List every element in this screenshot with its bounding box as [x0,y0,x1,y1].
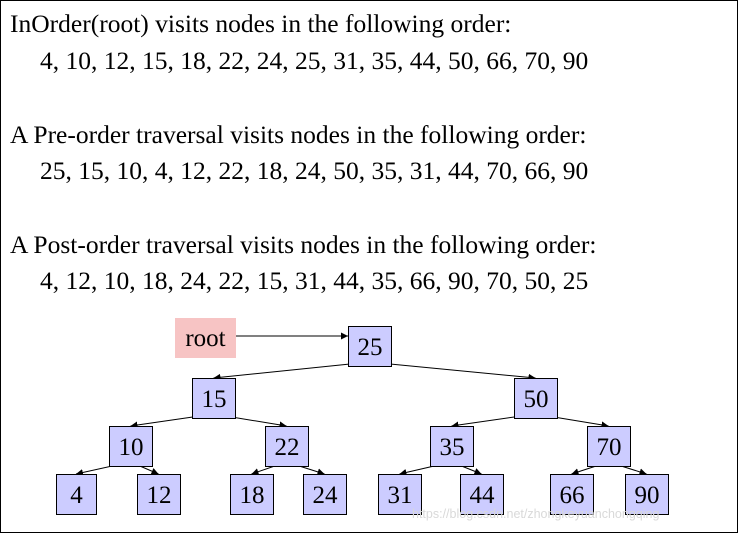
tree-node-box [514,378,558,419]
tree-node-box [378,474,422,515]
preorder-heading: A Pre-order traversal visits nodes in th… [10,120,587,149]
tree-edge-25-50 [369,361,536,381]
tree-node-label: 15 [202,386,227,413]
tree-node-22: 22 [265,426,309,467]
tree-node-31: 31 [378,474,422,515]
tree-node-label: 10 [119,434,144,461]
tree-node-44: 44 [460,474,504,515]
tree-node-label: 35 [440,434,465,461]
tree-node-50: 50 [514,378,558,419]
tree-node-18: 18 [230,474,274,515]
tree-node-70: 70 [587,426,631,467]
root-pointer: root [175,318,348,358]
tree-node-15: 15 [192,378,236,419]
tree-node-label: 22 [275,434,300,461]
inorder-heading: InOrder(root) visits nodes in the follow… [10,9,512,38]
tree-node-35: 35 [430,426,474,467]
watermark: https://blog.csdn.net/zhongkeyuanchongqi… [412,507,660,521]
preorder-sequence: 25, 15, 10, 4, 12, 22, 18, 24, 50, 35, 3… [40,156,589,185]
tree-node-10: 10 [109,426,153,467]
tree-node-label: 4 [70,482,83,509]
tree-node-box [265,426,309,467]
postorder-heading: A Post-order traversal visits nodes in t… [10,230,597,259]
root-label: root [185,325,225,352]
tree-node-box [430,426,474,467]
tree-node-label: 25 [358,334,383,361]
tree-node-box [56,474,97,515]
tree-node-box [348,326,392,367]
tree-node-24: 24 [303,474,347,515]
tree-node-box [137,474,181,515]
tree-node-label: 44 [470,482,496,509]
tree-node-12: 12 [137,474,181,515]
tree-node-box [109,426,153,467]
tree-node-label: 31 [388,482,413,509]
tree-node-box [460,474,504,515]
tree-node-label: 12 [147,482,172,509]
postorder-sequence: 4, 12, 10, 18, 24, 22, 15, 31, 44, 35, 6… [40,266,589,295]
tree-node-box [587,426,631,467]
tree-node-box [303,474,347,515]
tree-node-label: 66 [560,482,585,509]
inorder-sequence: 4, 10, 12, 15, 18, 22, 24, 25, 31, 35, 4… [40,46,589,75]
tree-node-box [192,378,236,419]
tree-node-box [230,474,274,515]
tree-node-label: 24 [313,482,339,509]
tree-node-label: 90 [635,482,660,509]
tree-node-66: 66 [550,474,594,515]
tree-node-25: 25 [348,326,392,367]
tree-edge-25-15 [213,361,370,381]
tree-nodes: 25 15 50 10 22 35 70 4 12 18 24 31 44 66 90 [56,326,669,515]
root-label-box [175,318,236,358]
tree-node-label: 70 [597,434,622,461]
tree-edges [75,361,647,476]
tree-node-box [625,474,669,515]
tree-node-90: 90 [625,474,669,515]
tree-node-label: 18 [240,482,265,509]
tree-node-4: 4 [56,474,97,515]
tree-node-label: 50 [524,386,549,413]
tree-node-box [550,474,594,515]
